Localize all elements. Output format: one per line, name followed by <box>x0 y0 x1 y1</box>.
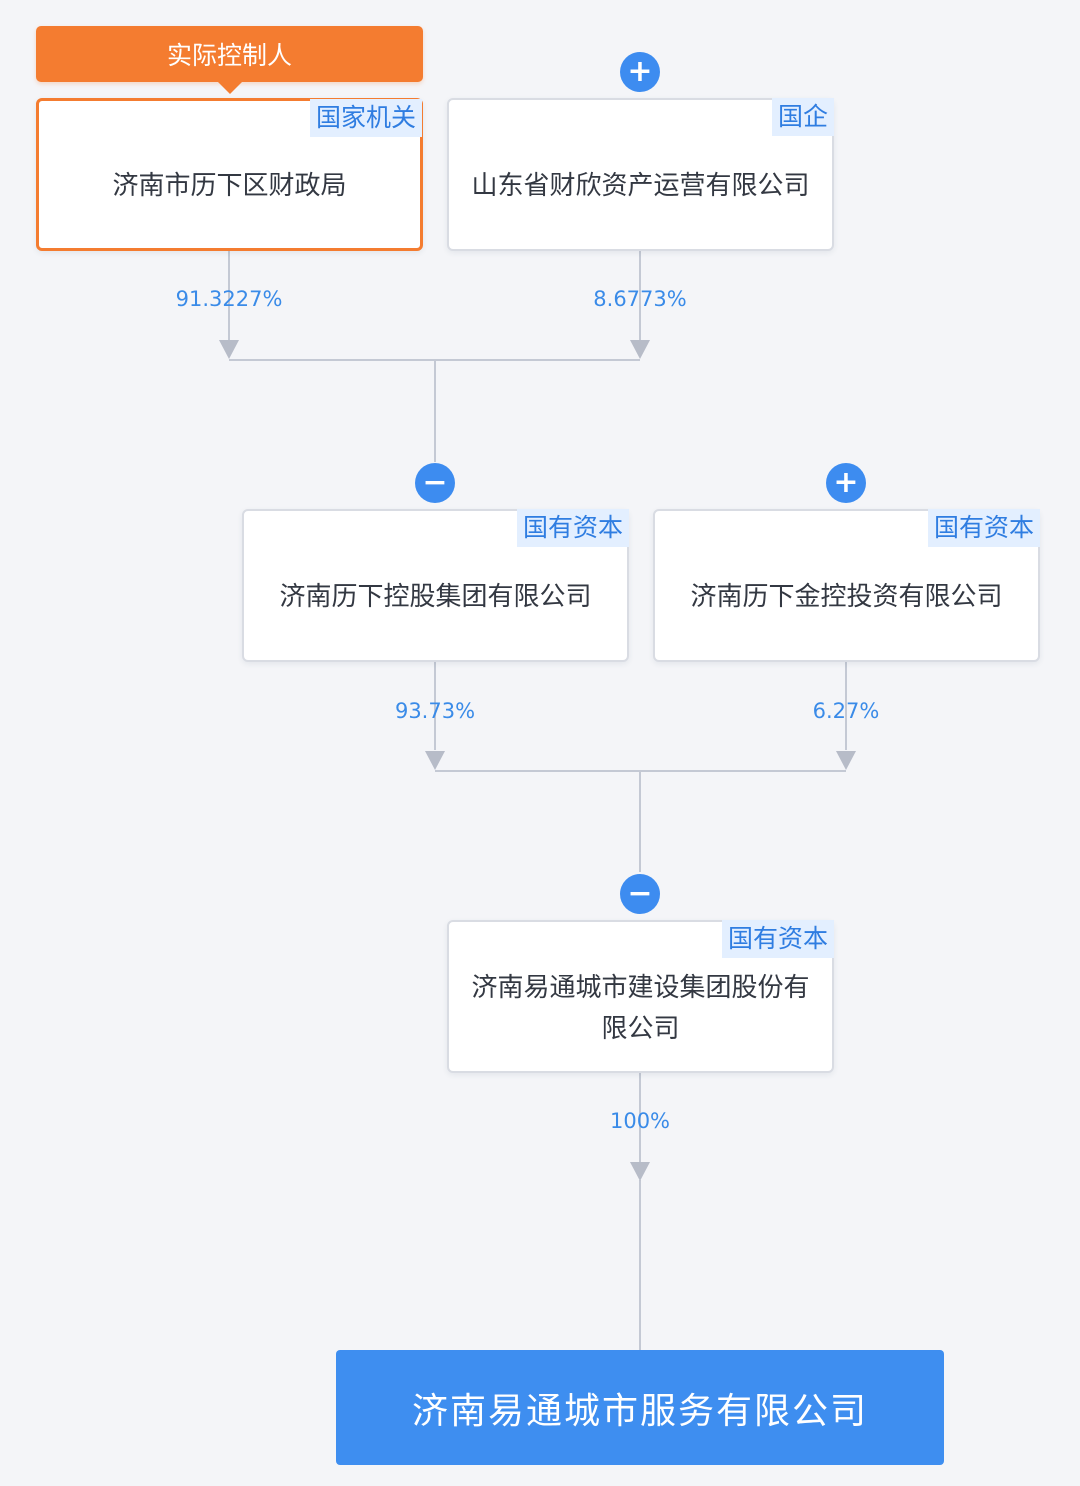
node-tag: 国有资本 <box>516 509 629 547</box>
share-percentage: 6.27% <box>812 699 880 723</box>
collapse-minus-icon[interactable]: − <box>620 874 660 914</box>
node-yitong-construction[interactable]: 国有资本 济南易通城市建设集团股份有限公司 <box>447 920 834 1073</box>
actual-controller-banner: 实际控制人 <box>36 26 423 94</box>
node-lixia-holding[interactable]: 国有资本 济南历下控股集团有限公司 <box>242 509 629 662</box>
node-name: 济南历下控股集团有限公司 <box>279 582 592 612</box>
arrow-down-icon <box>630 340 650 359</box>
target-company-node[interactable]: 济南易通城市服务有限公司 <box>336 1350 944 1465</box>
expand-plus-icon[interactable]: + <box>826 463 866 503</box>
actual-controller-label: 实际控制人 <box>166 41 292 70</box>
node-lixia-jinkong[interactable]: 国有资本 济南历下金控投资有限公司 <box>653 509 1040 662</box>
arrow-down-icon <box>219 340 239 359</box>
node-tag: 国企 <box>771 98 834 136</box>
node-tag: 国家机关 <box>309 99 422 137</box>
arrow-down-icon <box>630 1162 650 1181</box>
node-finance-bureau[interactable]: 国家机关 济南市历下区财政局 <box>36 98 423 251</box>
node-name: 济南易通城市建设集团股份有限公司 <box>471 972 810 1044</box>
target-company-name: 济南易通城市服务有限公司 <box>411 1390 868 1432</box>
share-percentage: 93.73% <box>394 699 476 723</box>
arrow-down-icon <box>425 751 445 770</box>
node-name: 山东省财欣资产运营有限公司 <box>471 171 810 201</box>
share-percentage: 100% <box>609 1109 671 1133</box>
share-percentage: 8.6773% <box>593 287 687 311</box>
node-tag: 国有资本 <box>721 920 834 958</box>
arrow-down-icon <box>836 751 856 770</box>
collapse-minus-icon[interactable]: − <box>415 463 455 503</box>
node-tag: 国有资本 <box>927 509 1040 547</box>
expand-plus-icon[interactable]: + <box>620 52 660 92</box>
node-caixin-asset[interactable]: 国企 山东省财欣资产运营有限公司 <box>447 98 834 251</box>
share-percentage: 91.3227% <box>175 287 283 311</box>
node-name: 济南历下金控投资有限公司 <box>690 582 1003 612</box>
node-name: 济南市历下区财政局 <box>112 171 347 201</box>
